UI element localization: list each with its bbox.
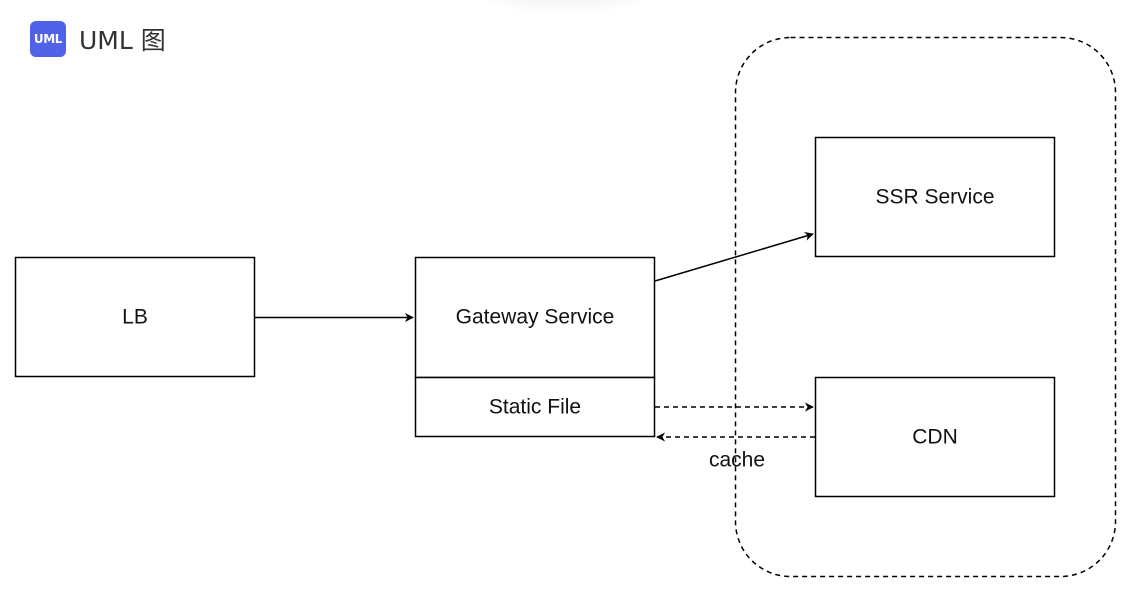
ssr-service-label: SSR Service [875,186,994,209]
lb-label: LB [122,306,148,329]
dashed-container [734,36,1117,578]
lb-node[interactable]: LB [14,256,256,378]
static-file-label: Static File [489,396,581,419]
cdn-node[interactable]: CDN [814,376,1056,498]
header: UML UML 图 [30,21,166,57]
page-title: UML 图 [79,26,166,55]
uml-badge-icon: UML [30,21,66,57]
edge-gateway-to-ssr [654,231,814,282]
gateway-service-label: Gateway Service [456,306,615,329]
gateway-service-node[interactable]: Gateway Service [414,256,656,379]
cdn-label: CDN [912,426,958,449]
cache-edge-label: cache [709,449,765,472]
ssr-service-node[interactable]: SSR Service [814,136,1056,258]
static-file-node[interactable]: Static File [414,376,656,438]
